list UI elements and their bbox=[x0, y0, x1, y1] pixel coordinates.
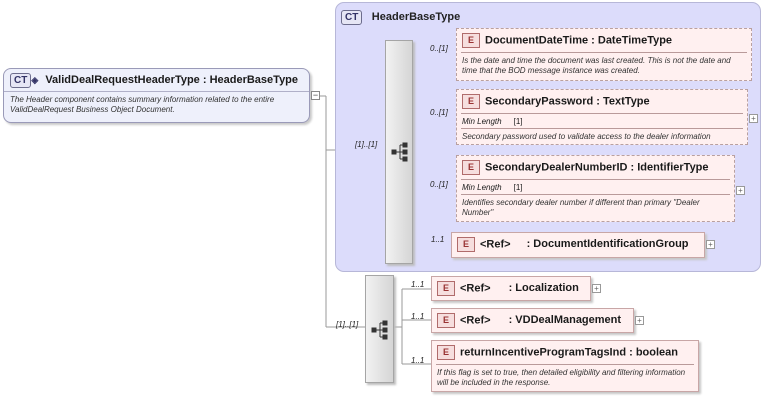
element-documentation: Secondary password used to validate acce… bbox=[462, 132, 711, 141]
facet-label: Min Length bbox=[462, 183, 502, 192]
element-document-identification-group[interactable]: E <Ref> : DocumentIdentificationGroup bbox=[451, 232, 705, 258]
root-documentation: The Header component contains summary in… bbox=[10, 95, 275, 114]
plus-icon[interactable]: + bbox=[706, 240, 715, 249]
facet-value: [1] bbox=[513, 183, 523, 192]
inner-sequence-cardinality: [1]..[1] bbox=[355, 140, 378, 149]
element-title: DocumentDateTime : DateTimeType bbox=[485, 34, 673, 47]
element-cardinality: 0..[1] bbox=[430, 44, 448, 53]
root-title-row: CT◈ ValidDealRequestHeaderType : HeaderB… bbox=[4, 69, 309, 92]
element-cardinality: 1..1 bbox=[411, 312, 425, 321]
element-badge: E bbox=[462, 94, 480, 109]
outer-sequence[interactable] bbox=[365, 275, 394, 383]
element-title: : DocumentIdentificationGroup bbox=[526, 238, 689, 251]
group-title: HeaderBaseType bbox=[371, 11, 461, 23]
element-badge: E bbox=[462, 160, 480, 175]
element-cardinality: 0..[1] bbox=[430, 180, 448, 189]
element-title: : Localization bbox=[508, 282, 579, 295]
collapse-icon[interactable]: − bbox=[311, 90, 320, 100]
element-badge: E bbox=[437, 281, 455, 296]
element-localization[interactable]: E <Ref> : Localization bbox=[431, 276, 591, 301]
element-badge: E bbox=[437, 345, 455, 360]
plus-icon[interactable]: + bbox=[635, 316, 644, 325]
element-title: SecondaryPassword : TextType bbox=[485, 95, 650, 108]
extension-icon: ◈ bbox=[31, 75, 39, 85]
complex-type-extension-badge: CT bbox=[10, 73, 32, 88]
plus-icon[interactable]: + bbox=[749, 114, 758, 123]
complex-type-badge: CT bbox=[341, 10, 363, 25]
element-documentation: Identifies secondary dealer number if di… bbox=[462, 198, 700, 217]
element-title: : VDDealManagement bbox=[508, 314, 622, 327]
element-cardinality: 1..1 bbox=[411, 356, 425, 365]
root-title: ValidDealRequestHeaderType : HeaderBaseT… bbox=[45, 74, 299, 86]
plus-icon[interactable]: + bbox=[736, 186, 745, 195]
ref-label: <Ref> bbox=[460, 282, 491, 295]
element-badge: E bbox=[437, 313, 455, 328]
root-complex-type[interactable]: CT◈ ValidDealRequestHeaderType : HeaderB… bbox=[3, 68, 310, 123]
element-title: SecondaryDealerNumberID : IdentifierType bbox=[485, 161, 709, 174]
element-cardinality: 0..[1] bbox=[430, 108, 448, 117]
facet-label: Min Length bbox=[462, 117, 502, 126]
outer-sequence-cardinality: [1]..[1] bbox=[336, 320, 359, 329]
sequence-icon bbox=[371, 320, 388, 340]
element-cardinality: 1..1 bbox=[411, 280, 425, 289]
element-cardinality: 1..1 bbox=[431, 235, 445, 244]
element-secondary-password[interactable]: E SecondaryPassword : TextType Min Length… bbox=[456, 89, 748, 145]
element-documentation: Is the date and time the document was la… bbox=[462, 56, 731, 75]
element-documentation: If this flag is set to true, then detail… bbox=[437, 368, 686, 387]
ref-label: <Ref> bbox=[480, 238, 511, 251]
element-secondary-dealer-number-id[interactable]: E SecondaryDealerNumberID : IdentifierTyp… bbox=[456, 155, 735, 222]
element-document-date-time[interactable]: E DocumentDateTime : DateTimeType Is the … bbox=[456, 28, 752, 81]
plus-icon[interactable]: + bbox=[592, 284, 601, 293]
element-title: returnIncentiveProgramTagsInd : boolean bbox=[460, 346, 678, 359]
element-badge: E bbox=[462, 33, 480, 48]
facet-value: [1] bbox=[513, 117, 523, 126]
ref-label: <Ref> bbox=[460, 314, 491, 327]
sequence-icon bbox=[391, 142, 408, 162]
element-vd-deal-management[interactable]: E <Ref> : VDDealManagement bbox=[431, 308, 634, 333]
element-badge: E bbox=[457, 237, 475, 252]
inner-sequence[interactable] bbox=[385, 40, 413, 264]
group-header: CT HeaderBaseType bbox=[341, 7, 460, 25]
